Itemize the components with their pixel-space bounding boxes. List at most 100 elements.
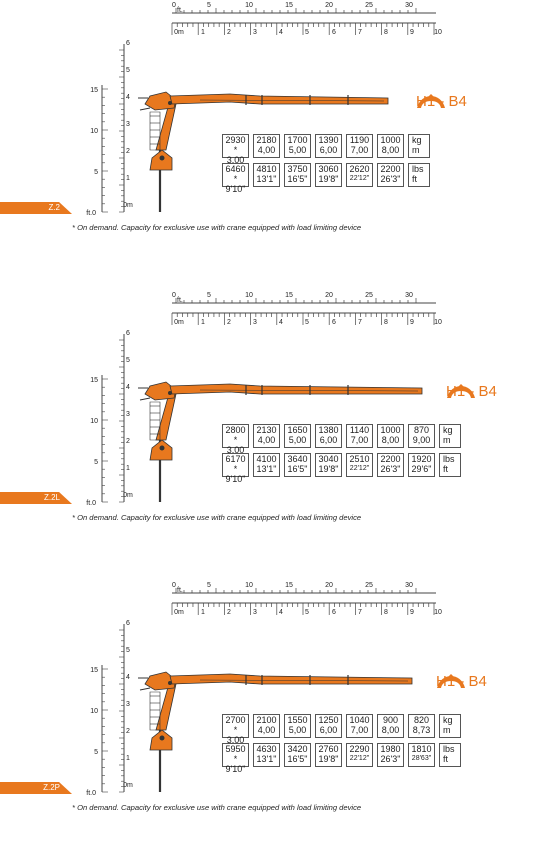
- ft-vertical-label: 15: [90, 87, 98, 94]
- m-vertical-label: 0m: [123, 782, 133, 789]
- capacity-kg: 1140: [349, 425, 370, 435]
- outreach-m: 6,00: [319, 435, 338, 445]
- capacity-kg: 870: [413, 425, 430, 435]
- capacity-lbs: 5950 *: [225, 744, 246, 764]
- capacity-lbs: 3040: [318, 454, 339, 464]
- capacity-lbs: 6460 *: [225, 164, 246, 184]
- ft-tick-label: 10: [245, 292, 253, 299]
- m-tick-label: 5: [305, 609, 309, 616]
- ft-tick-label: 25: [365, 582, 373, 589]
- m-tick-label: 6: [332, 319, 336, 326]
- ft-unit-label: ft.: [177, 7, 183, 14]
- m-tick-label: 9: [410, 609, 414, 616]
- m-tick-label: 6: [332, 609, 336, 616]
- ft-tick-label: 0: [172, 2, 176, 9]
- m-tick-label: 3: [253, 609, 257, 616]
- ft-tick-label: 30: [405, 292, 413, 299]
- outreach-m: 9,00: [412, 435, 431, 445]
- ft-vertical-label: ft.0: [86, 210, 96, 217]
- unit-kg: kg: [443, 715, 453, 725]
- ft-tick-label: 30: [405, 2, 413, 9]
- outreach-m: 7,00: [350, 145, 369, 155]
- capacity-kg: 2800 *: [225, 425, 246, 445]
- m-tick-label: 7: [358, 609, 362, 616]
- outreach-ft: 26'3": [380, 464, 401, 474]
- ft-tick-label: 15: [285, 292, 293, 299]
- footnote: * On demand. Capacity for exclusive use …: [72, 223, 362, 232]
- outreach-ft: 9'10": [225, 474, 246, 484]
- grapple-claw-icon: [417, 94, 445, 108]
- outreach-m: 3,00: [226, 155, 245, 165]
- outreach-m: 8,00: [381, 725, 400, 735]
- m-tick-label: 2: [227, 319, 231, 326]
- capacity-kg: 1650: [287, 425, 308, 435]
- outreach-ft: 13'1": [256, 464, 277, 474]
- ft-tick-label: 25: [365, 292, 373, 299]
- outreach-m: 4,00: [257, 145, 276, 155]
- capacity-lbs: 1980: [380, 744, 401, 754]
- outreach-ft: 28'63": [411, 755, 432, 762]
- m-vertical-label: 4: [126, 674, 130, 681]
- capacity-lbs: 3750: [287, 164, 308, 174]
- m-tick-label: 3: [253, 319, 257, 326]
- outreach-ft: 16'5": [287, 754, 308, 764]
- capacity-lbs: 2200: [380, 454, 401, 464]
- m-tick-label: 10: [434, 29, 442, 36]
- outreach-m: 8,00: [381, 145, 400, 155]
- ft-unit-label: ft.: [177, 297, 183, 304]
- ft-tick-label: 30: [405, 582, 413, 589]
- ft-tick-label: 10: [245, 582, 253, 589]
- m-vertical-label: 6: [126, 330, 130, 337]
- crane-boom-drawing: [138, 91, 389, 212]
- m-tick-label: 5: [305, 319, 309, 326]
- outreach-m: 4,00: [257, 435, 276, 445]
- m-vertical-label: 2: [126, 728, 130, 735]
- capacity-kg: 1250: [318, 715, 339, 725]
- capacity-lbs: 4100: [256, 454, 277, 464]
- footnote: * On demand. Capacity for exclusive use …: [72, 803, 362, 812]
- m-vertical-label: 0m: [123, 202, 133, 209]
- ft-vertical-label: 5: [94, 749, 98, 756]
- ft-unit-label: ft.: [177, 587, 183, 594]
- outreach-ft: 9'10": [225, 184, 246, 194]
- ft-tick-label: 5: [207, 292, 211, 299]
- capacity-kg: 1380: [318, 425, 339, 435]
- capacity-kg: 820: [413, 715, 430, 725]
- capacity-lbs: 2510: [349, 454, 370, 464]
- m-vertical-label: 3: [126, 701, 130, 708]
- m-tick-label: 4: [279, 609, 283, 616]
- outreach-m: 3,00: [226, 445, 245, 455]
- unit-m: m: [443, 725, 451, 735]
- capacity-lbs: 2620: [349, 164, 370, 174]
- capacity-cell-imperial: 6170 *9'10": [222, 453, 249, 484]
- outreach-ft: 26'3": [380, 754, 401, 764]
- outreach-m: 7,00: [350, 725, 369, 735]
- m-tick-label: 1: [201, 319, 205, 326]
- outreach-m: 5,00: [288, 145, 307, 155]
- outreach-ft: 22'12": [349, 175, 370, 182]
- m-tick-label: 2: [227, 29, 231, 36]
- capacity-kg: 900: [382, 715, 399, 725]
- m-vertical-label: 1: [126, 175, 130, 182]
- m-vertical-label: 4: [126, 384, 130, 391]
- m-tick-label: 8: [384, 319, 388, 326]
- outreach-ft: 13'1": [256, 174, 277, 184]
- outreach-m: 6,00: [319, 725, 338, 735]
- m-tick-label: 8: [384, 609, 388, 616]
